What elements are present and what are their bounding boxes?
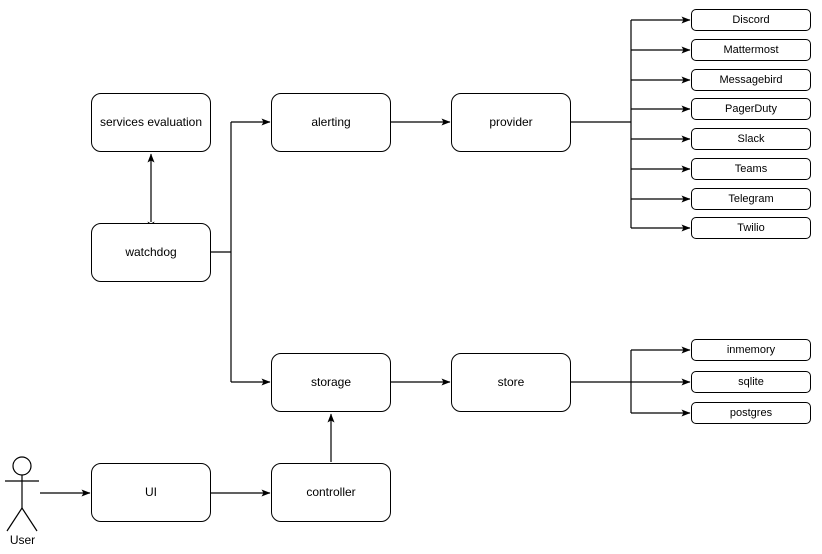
node-discord[interactable]: Discord (691, 9, 811, 31)
node-twilio[interactable]: Twilio (691, 217, 811, 239)
node-teams[interactable]: Teams (691, 158, 811, 180)
node-messagebird[interactable]: Messagebird (691, 69, 811, 91)
node-label: Telegram (728, 192, 774, 205)
node-label: alerting (311, 114, 351, 129)
node-mattermost[interactable]: Mattermost (691, 39, 811, 61)
node-telegram[interactable]: Telegram (691, 188, 811, 210)
node-controller[interactable]: controller (271, 463, 391, 522)
node-storage[interactable]: storage (271, 353, 391, 412)
node-pagerduty[interactable]: PagerDuty (691, 98, 811, 120)
node-label: PagerDuty (725, 102, 777, 115)
node-label: controller (306, 484, 356, 499)
user-actor-label: User (9, 533, 36, 547)
node-label: sqlite (738, 375, 764, 388)
node-inmemory[interactable]: inmemory (691, 339, 811, 361)
node-slack[interactable]: Slack (691, 128, 811, 150)
node-store[interactable]: store (451, 353, 571, 412)
node-label: Mattermost (723, 43, 779, 56)
node-label: Discord (732, 13, 770, 26)
node-services-evaluation[interactable]: services evaluation (91, 93, 211, 152)
node-label: postgres (729, 406, 773, 419)
node-label: store (497, 374, 525, 389)
node-label: Twilio (737, 221, 765, 234)
node-label: inmemory (726, 343, 776, 356)
node-label: watchdog (125, 244, 177, 259)
user-actor-icon (5, 456, 39, 532)
node-sqlite[interactable]: sqlite (691, 371, 811, 393)
node-label: provider (489, 114, 533, 129)
node-alerting[interactable]: alerting (271, 93, 391, 152)
node-label: storage (310, 374, 352, 389)
node-postgres[interactable]: postgres (691, 402, 811, 424)
node-provider[interactable]: provider (451, 93, 571, 152)
node-ui[interactable]: UI (91, 463, 211, 522)
node-watchdog[interactable]: watchdog (91, 223, 211, 282)
node-label: UI (145, 484, 157, 499)
node-label: Messagebird (719, 73, 783, 86)
node-label: services evaluation (99, 114, 203, 129)
node-label: Slack (737, 132, 765, 145)
node-label: Teams (734, 162, 768, 175)
